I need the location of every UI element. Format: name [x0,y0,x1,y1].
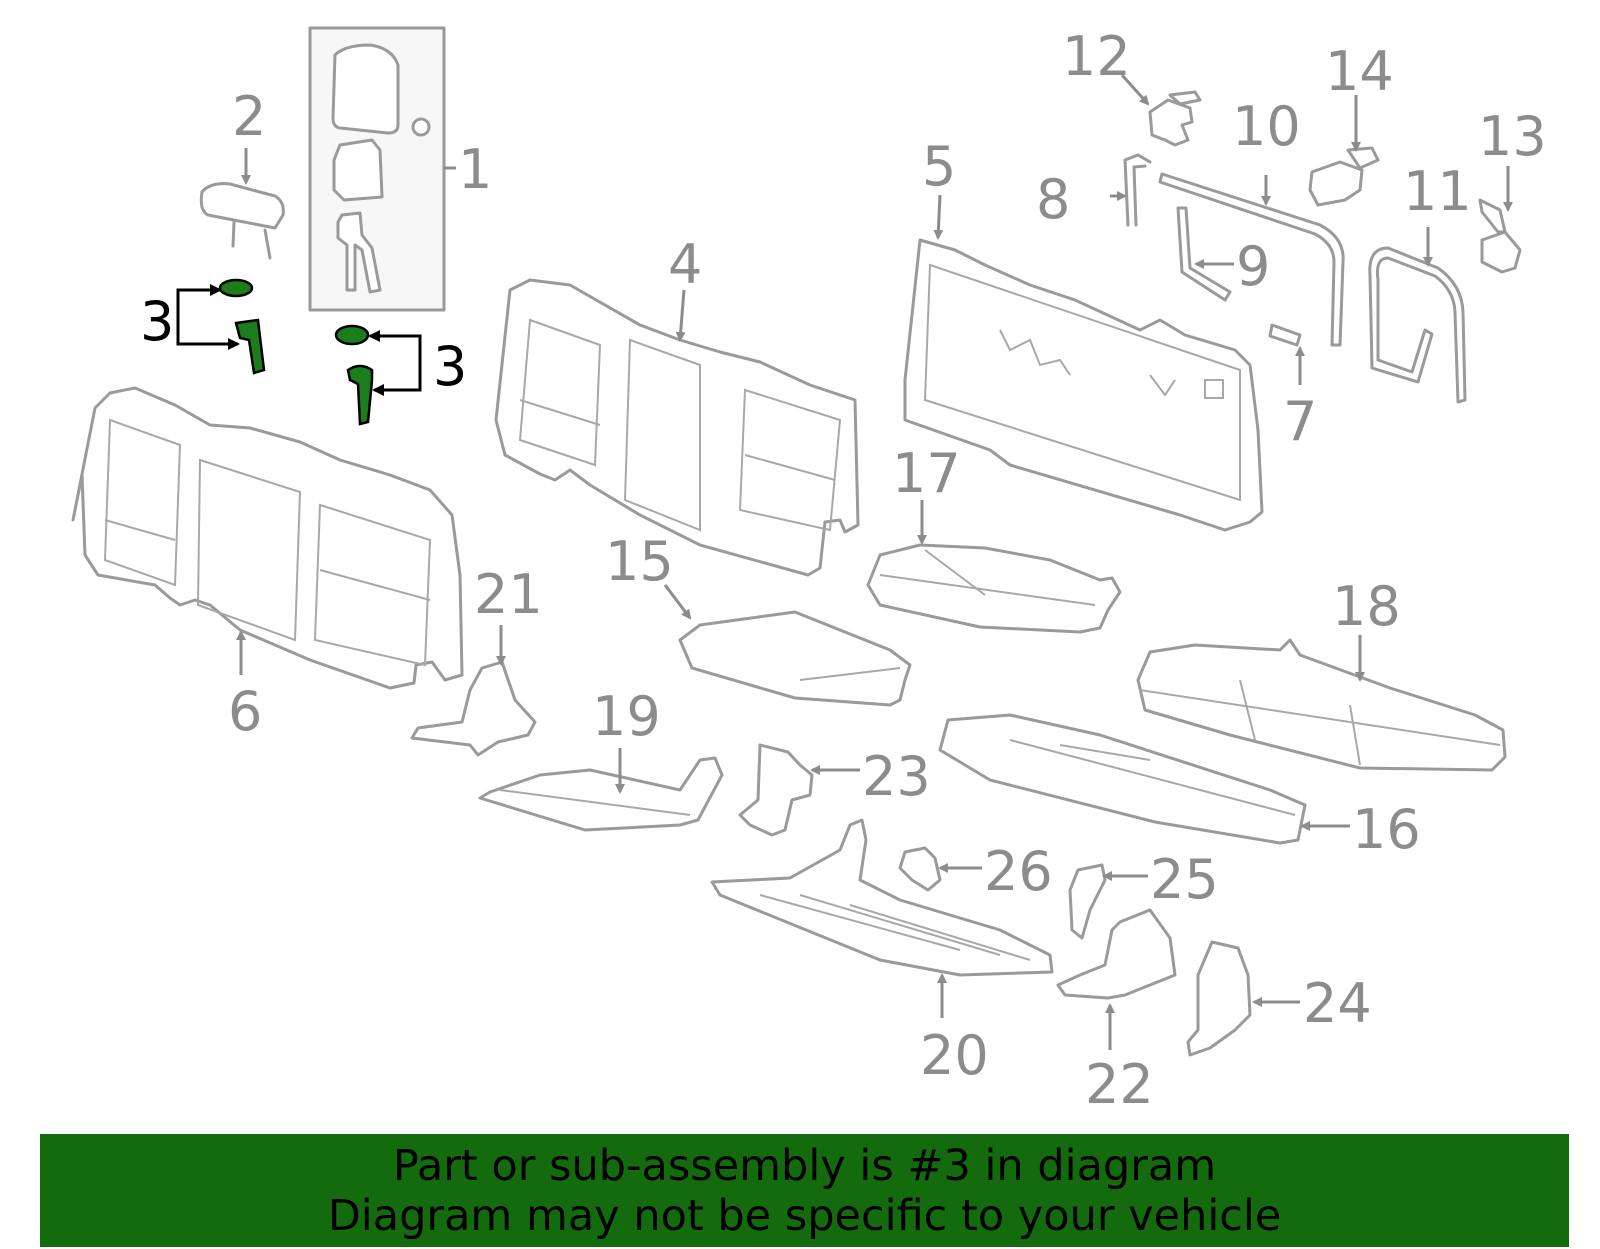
callout-26: 26 [984,840,1053,903]
part-13-hinge[interactable] [1478,166,1522,274]
part-2-headrest[interactable] [199,148,285,260]
part-7-clip[interactable] [1268,323,1305,385]
part-4-seat-back-frame[interactable] [494,278,860,577]
part-18-cushion[interactable] [1136,635,1507,772]
callout-24: 24 [1303,972,1372,1035]
callout-13: 13 [1478,105,1547,168]
part-8-rod[interactable] [1110,153,1152,227]
callout-22: 22 [1085,1053,1154,1116]
banner-line-2: Diagram may not be specific to your vehi… [327,1190,1282,1241]
callout-3-left: 3 [140,290,174,353]
callout-20: 20 [920,1024,989,1087]
part-6-seat-back-cover[interactable] [71,386,464,690]
callout-19: 19 [592,685,661,748]
callout-9: 9 [1236,235,1270,298]
part-11-frame-wire[interactable] [1368,227,1467,404]
part-25-cover[interactable] [1068,863,1148,940]
part-17-cushion[interactable] [866,500,1122,634]
part-14-hinge[interactable] [1308,95,1380,207]
banner-line-1: Part or sub-assembly is #3 in diagram [392,1140,1217,1191]
callout-14: 14 [1325,40,1394,103]
callout-6: 6 [228,680,262,743]
part-15-cushion-pan[interactable] [663,584,912,707]
part-12-hinge[interactable] [1120,73,1202,147]
callout-8: 8 [1036,168,1070,231]
callout-1: 1 [458,138,492,201]
callout-11: 11 [1403,160,1472,223]
part-1-headrest-kit[interactable] [308,26,456,312]
callout-15: 15 [605,530,674,593]
callout-18: 18 [1332,575,1401,638]
callout-17: 17 [892,442,961,505]
info-banner: Part or sub-assembly is #3 in diagram Di… [40,1134,1569,1247]
callout-2: 2 [232,85,266,148]
part-9-rod[interactable] [1176,206,1234,302]
part-26-clip[interactable] [898,846,982,892]
callout-7: 7 [1283,390,1317,453]
part-21-bracket[interactable] [410,625,537,757]
part-16-cushion-pan[interactable] [938,713,1350,845]
callout-16: 16 [1352,798,1421,861]
part-19-bracket[interactable] [478,748,724,832]
part-3-bolt-set-left[interactable] [176,278,266,375]
part-10-wire[interactable] [1158,172,1345,347]
callout-25: 25 [1150,848,1219,911]
part-5-seat-back-panel[interactable] [903,194,1264,532]
callout-12: 12 [1062,25,1131,88]
part-22-bracket[interactable] [1056,908,1177,1050]
callout-3-right: 3 [433,335,467,398]
part-23-bracket[interactable] [738,743,860,837]
part-20-seat-frame[interactable] [710,818,1054,1018]
callout-5: 5 [922,135,956,198]
callout-10: 10 [1232,95,1301,158]
callout-4: 4 [668,233,702,296]
part-3-bolt-set-right[interactable] [334,324,422,426]
part-24-cover[interactable] [1186,940,1300,1057]
callout-23: 23 [862,745,931,808]
callout-21: 21 [474,563,543,626]
